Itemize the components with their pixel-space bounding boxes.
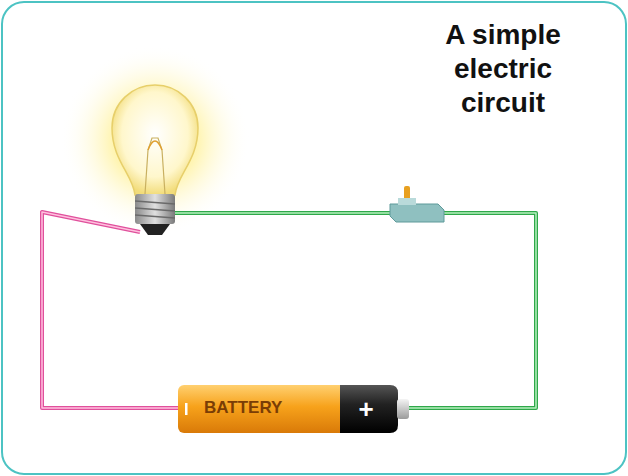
switch-lever	[404, 186, 410, 200]
battery: BATTERY +	[178, 384, 410, 434]
screw-threads	[135, 201, 175, 218]
switch-body	[390, 204, 444, 222]
polarity-sign: +	[358, 396, 373, 422]
bulb-glass	[112, 85, 198, 195]
filament-coil	[148, 141, 162, 150]
wire-green	[172, 213, 536, 408]
bulb-glow	[60, 45, 250, 235]
battery-label: BATTERY	[204, 399, 282, 416]
title: A simple electric circuit	[418, 18, 588, 120]
wire-green-highlight	[172, 213, 536, 408]
wire-pink-highlight	[42, 212, 180, 408]
switch-top	[398, 198, 416, 205]
bulb-base	[135, 194, 175, 224]
bulb-contact	[140, 224, 170, 235]
wire-pink	[42, 212, 180, 408]
bulb-filament	[145, 138, 165, 194]
